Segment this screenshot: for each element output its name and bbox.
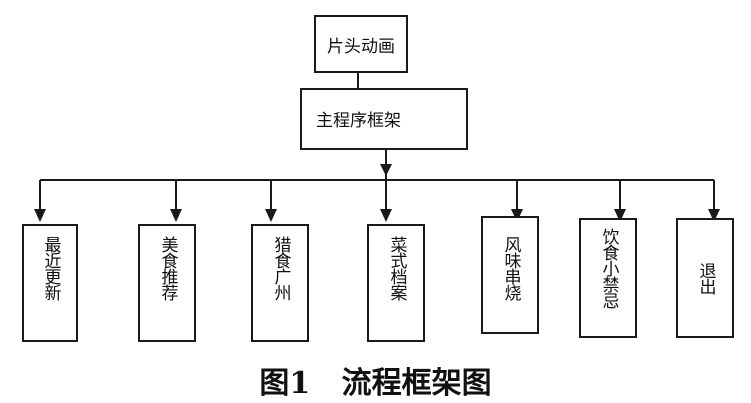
- arrowhead-2: [170, 209, 182, 222]
- node-main-framework: 主程序框架: [300, 88, 468, 150]
- arrowhead-3: [265, 209, 277, 222]
- module-flavor-skewers: 风味串烧: [481, 216, 539, 334]
- module-food-recommend: 美食推荐: [138, 224, 196, 342]
- module-flavor-skewers-label: 风味串烧: [500, 236, 521, 300]
- figure-title: 流程框架图: [341, 366, 492, 401]
- figure-number: 图1: [259, 366, 311, 401]
- module-dish-archive: 菜式档案: [367, 224, 425, 342]
- module-food-recommend-label: 美食推荐: [157, 236, 178, 300]
- module-exit-label: 退出: [695, 262, 716, 294]
- arrowhead-7: [708, 209, 720, 222]
- arrowhead-5: [511, 209, 523, 222]
- module-latest-updates-label: 最近更新: [40, 236, 61, 300]
- figure-caption: 图1 流程框架图: [0, 358, 751, 402]
- module-exit: 退出: [676, 218, 734, 338]
- node-opening-animation-label: 片头动画: [327, 36, 395, 57]
- node-main-framework-label: 主程序框架: [316, 111, 401, 131]
- module-hunting-guangzhou-label: 猎食广州: [270, 236, 291, 300]
- module-diet-taboos-label: 饮食小禁忌: [598, 228, 619, 308]
- arrowhead-1: [34, 209, 46, 222]
- module-latest-updates: 最近更新: [22, 224, 78, 342]
- node-opening-animation: 片头动画: [314, 15, 408, 73]
- arrowhead-4: [380, 209, 392, 222]
- arrowhead-6: [614, 209, 626, 222]
- module-dish-archive-label: 菜式档案: [386, 236, 407, 300]
- module-diet-taboos: 饮食小禁忌: [579, 218, 637, 338]
- arrowhead-main-down: [380, 164, 392, 176]
- module-hunting-guangzhou: 猎食广州: [251, 224, 309, 342]
